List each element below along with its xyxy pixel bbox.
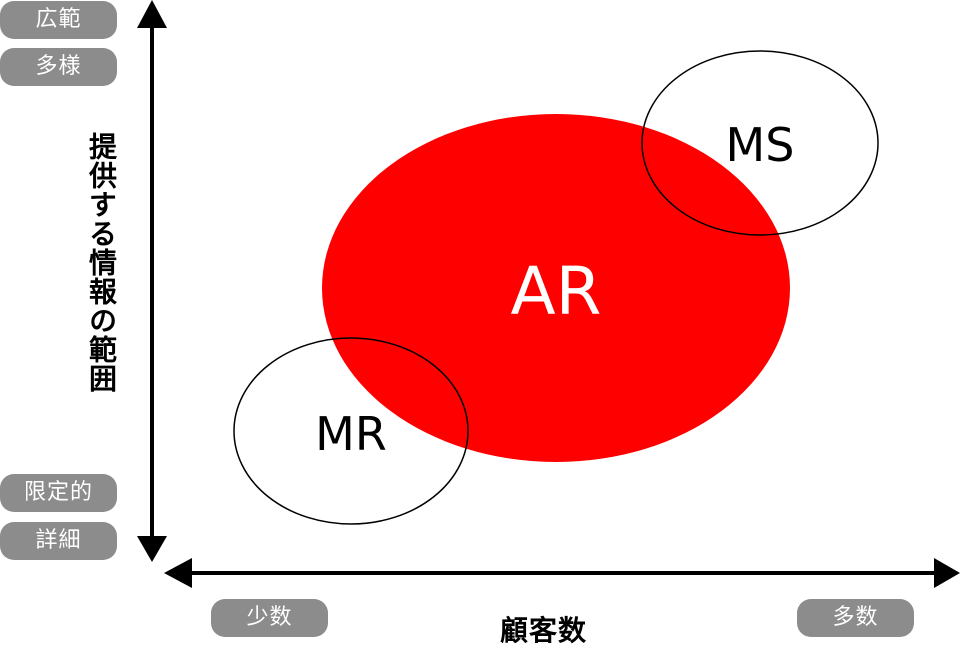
x-axis-arrow-left: [164, 558, 192, 588]
y-axis-title: 提供する情報の範囲: [85, 132, 118, 393]
y-top-label-2: 多様: [0, 48, 117, 86]
y-bottom-label-2: 詳細: [0, 522, 117, 560]
ms-region: [641, 50, 879, 236]
y-bottom-label-1: 限定的: [0, 474, 117, 512]
ar-label: AR: [510, 253, 601, 330]
mr-label: MR: [315, 407, 387, 461]
y-axis-arrow-bottom: [137, 536, 167, 562]
x-left-label: 少数: [211, 599, 328, 637]
mr-region: [233, 337, 469, 525]
x-axis-arrow-right: [934, 558, 960, 588]
x-right-label: 多数: [797, 599, 914, 637]
y-axis-arrow-top: [137, 0, 167, 28]
x-axis-title: 顧客数: [500, 614, 588, 647]
ms-label: MS: [726, 118, 795, 172]
ar-region: [322, 114, 790, 462]
y-top-label-1: 広範: [0, 1, 117, 39]
